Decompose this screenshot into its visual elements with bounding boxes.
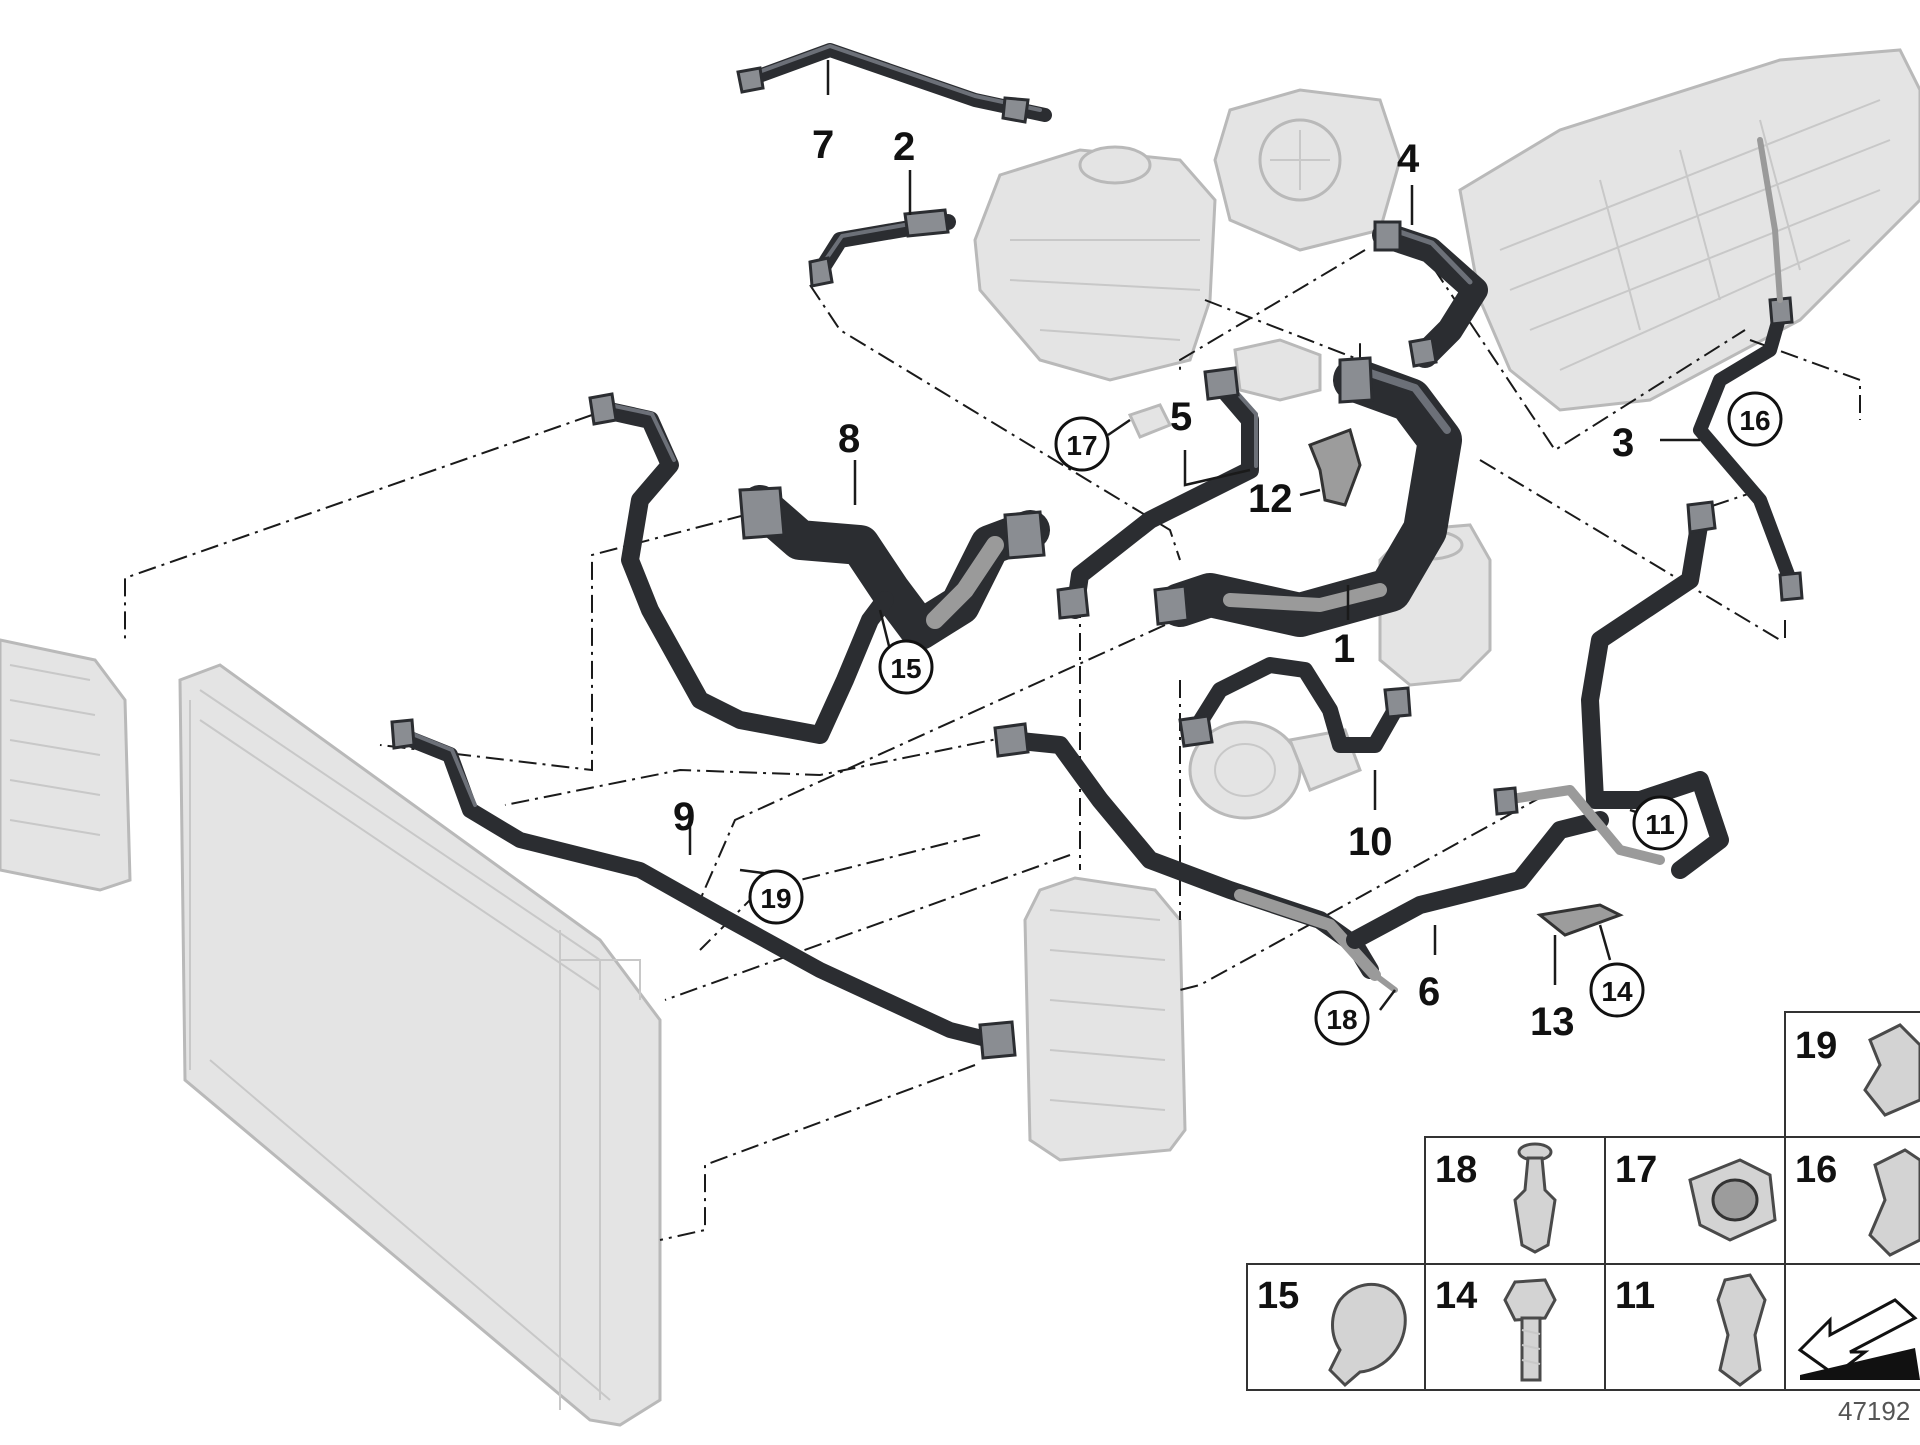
label-13[interactable]: 13	[1530, 1000, 1575, 1044]
hose-10[interactable]	[1178, 657, 1412, 753]
svg-text:14: 14	[1601, 976, 1633, 1007]
legend-cell-16[interactable]: 16	[1795, 1148, 1920, 1257]
svg-text:16: 16	[1739, 405, 1770, 436]
hose-9[interactable]	[390, 718, 1017, 1060]
hose-6-branch[interactable]	[1346, 811, 1609, 949]
parts-legend-grid: 19 18 17 16 15 14	[1246, 1011, 1920, 1391]
hose-11[interactable]	[1493, 500, 1729, 879]
label-8[interactable]: 8	[838, 417, 860, 461]
legend-number-14: 14	[1435, 1275, 1477, 1317]
bracket-13-14[interactable]	[1536, 903, 1624, 937]
pipe-3-rod	[1757, 137, 1783, 303]
cap-17[interactable]	[1127, 403, 1173, 439]
callout-14[interactable]: 14	[1589, 962, 1645, 1018]
hose-2[interactable]	[808, 208, 956, 288]
label-6[interactable]: 6	[1418, 970, 1440, 1014]
left-auxiliary-radiator	[0, 638, 132, 892]
legend-number-17: 17	[1615, 1149, 1657, 1191]
legend-number-15: 15	[1257, 1275, 1299, 1317]
legend-number-18: 18	[1435, 1149, 1477, 1191]
label-2[interactable]: 2	[893, 125, 915, 169]
hose-5[interactable]	[1056, 366, 1259, 620]
label-12[interactable]: 12	[1248, 477, 1293, 521]
label-7[interactable]: 7	[812, 123, 834, 167]
svg-text:15: 15	[890, 653, 921, 684]
callout-19[interactable]: 19	[748, 869, 804, 925]
hose-left-loop[interactable]	[588, 392, 894, 744]
turbocharger-assembly	[1213, 88, 1402, 252]
hose-1[interactable]	[1153, 356, 1462, 637]
label-10[interactable]: 10	[1348, 820, 1393, 864]
bracket-12[interactable]	[1308, 428, 1362, 507]
label-1[interactable]: 1	[1333, 627, 1355, 671]
svg-text:19: 19	[760, 883, 791, 914]
callout-16[interactable]: 16	[1727, 391, 1783, 447]
label-4[interactable]: 4	[1397, 137, 1420, 181]
drawing-number: 47192	[1838, 1396, 1910, 1426]
svg-text:11: 11	[1645, 809, 1675, 840]
legend-number-11: 11	[1615, 1275, 1655, 1317]
hose-4[interactable]	[1372, 220, 1488, 368]
orientation-arrow-icon	[1797, 1298, 1920, 1380]
legend-cell-11[interactable]: 11	[1615, 1273, 1767, 1387]
callout-15[interactable]: 15	[878, 639, 934, 695]
svg-text:18: 18	[1326, 1004, 1357, 1035]
circled-callouts: 17 15 16 11 19 18 14	[748, 391, 1783, 1046]
callout-18[interactable]: 18	[1314, 990, 1370, 1046]
part-number-labels: 7 2 4 5 8 12 1 3 9 10 6 13	[673, 123, 1634, 1044]
label-5[interactable]: 5	[1170, 395, 1192, 439]
callout-11[interactable]: 11	[1632, 795, 1688, 851]
thermostat-housing	[1233, 338, 1322, 402]
legend-cell-19[interactable]: 19	[1795, 1023, 1920, 1117]
legend-cell-17[interactable]: 17	[1615, 1149, 1777, 1242]
hose-7[interactable]	[736, 43, 1052, 124]
hose-8[interactable]	[738, 485, 1050, 650]
label-9[interactable]: 9	[673, 795, 695, 839]
callout-17[interactable]: 17	[1054, 416, 1110, 472]
screw-18[interactable]	[1372, 972, 1398, 993]
legend-cell-14[interactable]: 14	[1435, 1275, 1557, 1382]
expansion-tank	[973, 145, 1217, 382]
lower-charge-air-cooler	[1023, 876, 1187, 1162]
svg-text:17: 17	[1066, 430, 1097, 461]
main-radiator	[178, 663, 662, 1427]
legend-number-19: 19	[1795, 1025, 1837, 1067]
legend-cell-15[interactable]: 15	[1257, 1275, 1407, 1388]
legend-number-16: 16	[1795, 1149, 1837, 1191]
hose-3[interactable]	[1693, 296, 1804, 602]
label-3[interactable]: 3	[1612, 421, 1634, 465]
legend-cell-18[interactable]: 18	[1435, 1142, 1557, 1254]
intake-manifold	[1458, 48, 1920, 412]
